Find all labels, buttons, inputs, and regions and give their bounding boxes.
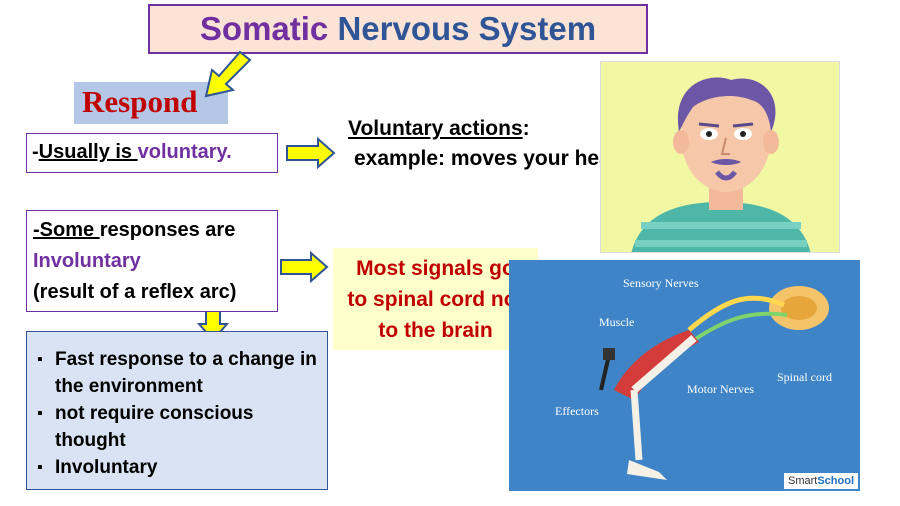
reflex-arc-diagram: Sensory Nerves Muscle Motor Nerves Spina… — [509, 260, 860, 491]
list-item: not require conscious thought — [35, 400, 319, 454]
title-part1: Somatic — [199, 10, 329, 47]
person-illustration — [600, 61, 840, 253]
spinal-cord-label: Spinal cord — [777, 370, 832, 384]
title-box: Somatic Nervous System — [148, 4, 648, 54]
voluntary-actions-text: Voluntary actions: example: moves your h… — [348, 114, 629, 174]
arrow-right-icon-1 — [286, 136, 336, 170]
cartoon-man-icon — [631, 77, 811, 252]
signals-line1: Most signals go — [356, 257, 515, 280]
voluntary-example: example: moves your head. — [354, 147, 630, 170]
responses-are-text: responses are — [99, 219, 236, 241]
sensory-nerves-label: Sensory Nerves — [623, 276, 699, 290]
involuntary-text: Involuntary — [33, 250, 141, 272]
brand-part1: Smart — [787, 475, 818, 487]
brand-part2: School — [817, 475, 854, 487]
signals-note: Most signals go to spinal cord not to th… — [333, 248, 538, 350]
list-item: Involuntary — [35, 454, 319, 481]
smartschool-logo: SmartSchool — [783, 473, 858, 489]
leg-nerve-illustration — [599, 286, 829, 480]
list-item: Fast response to a change in the environ… — [35, 346, 319, 400]
signals-line2: to spinal cord not — [347, 288, 524, 311]
some-text: -Some — [33, 219, 100, 241]
involuntary-features-box: Fast response to a change in the environ… — [26, 331, 328, 490]
reflex-arc-text: (result of a reflex arc) — [33, 281, 237, 303]
dash: - — [32, 141, 39, 163]
muscle-label: Muscle — [599, 315, 635, 329]
signals-line3: to the brain — [378, 319, 493, 342]
effectors-label: Effectors — [555, 404, 599, 418]
arrow-down-left-icon — [204, 50, 252, 98]
voluntary-text: voluntary. — [137, 141, 232, 163]
respond-label: Respond — [74, 82, 228, 124]
some-involuntary-box: -Some responses are Involuntary (result … — [26, 210, 278, 312]
usually-voluntary-box: -Usually is voluntary. — [26, 133, 278, 173]
arrow-right-icon-2 — [280, 250, 329, 284]
voluntary-actions-heading: Voluntary actions — [348, 117, 523, 140]
features-list: Fast response to a change in the environ… — [35, 346, 319, 481]
motor-nerves-label: Motor Nerves — [687, 382, 754, 396]
colon: : — [522, 117, 530, 140]
usually-is-text: Usually is — [38, 141, 138, 163]
title-part2: Nervous System — [337, 10, 597, 47]
